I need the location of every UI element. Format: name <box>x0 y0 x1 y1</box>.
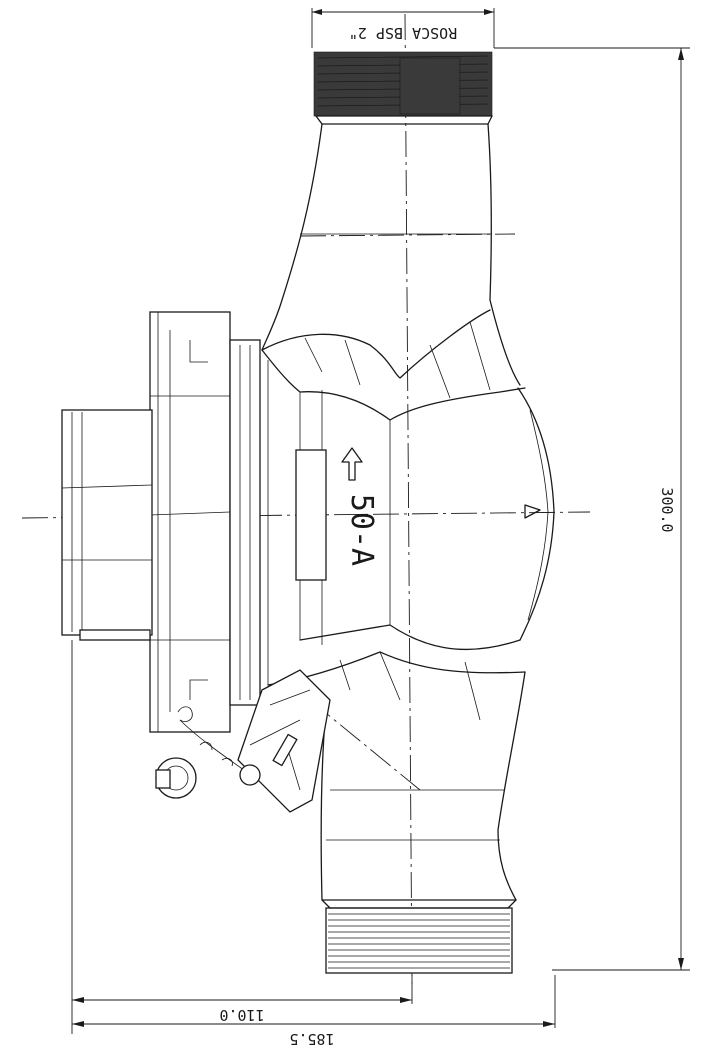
marking-window <box>295 449 327 581</box>
register-lid <box>61 409 153 636</box>
flow-arrow-icon <box>341 447 363 481</box>
bottom-dimensions: 110.0 185.5 <box>71 640 556 1048</box>
body-marking-label: 50-A <box>344 494 379 566</box>
overall-length-label: 300.0 <box>658 487 676 532</box>
register-housing <box>61 311 261 733</box>
top-thread <box>313 51 493 125</box>
overall-height-label: 185.5 <box>289 1030 334 1048</box>
height-to-axis-label: 110.0 <box>219 1006 264 1024</box>
meter-body: 50-A <box>254 123 555 901</box>
bottom-thread <box>321 899 517 974</box>
thread-dimension: ROSCA BSP 2" <box>311 8 495 48</box>
length-dimension: 300.0 <box>494 47 690 971</box>
thread-spec-label: ROSCA BSP 2" <box>349 24 457 42</box>
seal-cap-assembly <box>155 669 331 813</box>
